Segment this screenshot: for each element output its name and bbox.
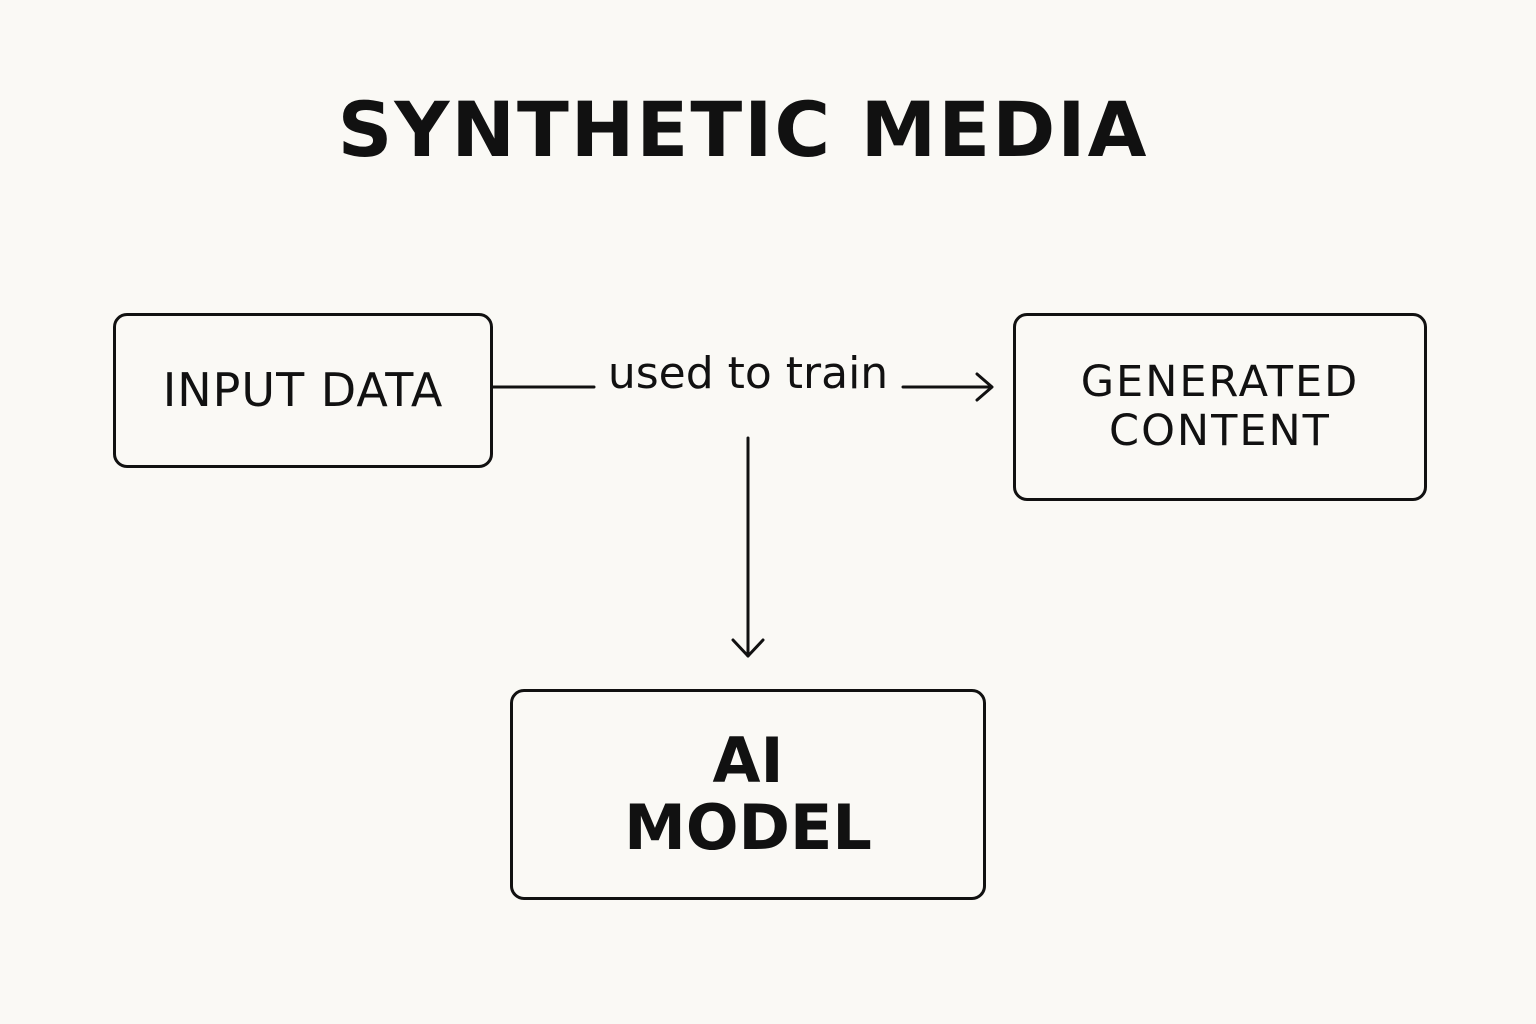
arrowhead-to-output: [975, 372, 994, 402]
node-ai-model: AI MODEL: [510, 689, 986, 900]
node-generated-content: GENERATED CONTENT: [1013, 313, 1427, 501]
node-input-data: INPUT DATA: [113, 313, 493, 468]
arrowhead-to-model: [731, 638, 765, 658]
node-input-data-label: INPUT DATA: [162, 363, 444, 418]
node-generated-content-label-line-2: CONTENT: [1109, 406, 1331, 456]
node-generated-content-label-line-1: GENERATED: [1080, 356, 1360, 407]
node-ai-model-label-line-2: MODEL: [624, 790, 872, 864]
node-ai-model-label-line-1: AI: [712, 723, 784, 797]
edge-label-used-to-train: used to train: [607, 348, 889, 399]
diagram-title: SYNTHETIC MEDIA: [337, 85, 1149, 174]
